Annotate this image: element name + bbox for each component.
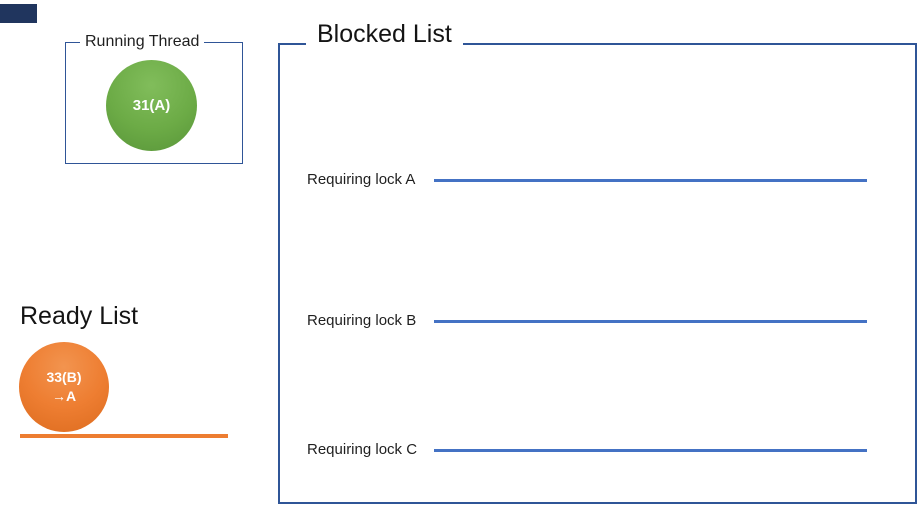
ready-thread-label-line2: →A xyxy=(51,388,77,404)
running-thread-circle: 31(A) xyxy=(106,60,197,151)
lock-b-label: Requiring lock B xyxy=(307,312,417,329)
running-thread-box: Running Thread 31(A) xyxy=(65,32,243,164)
lock-b-line xyxy=(434,320,867,323)
running-thread-title: Running Thread xyxy=(80,32,205,52)
blocked-list-title: Blocked List xyxy=(306,19,463,50)
ready-list-title: Ready List xyxy=(20,302,139,330)
lock-c-line xyxy=(434,449,867,452)
ready-thread-label-line1: 33(B) xyxy=(46,369,82,385)
lock-a-line xyxy=(434,179,867,182)
lock-a-label: Requiring lock A xyxy=(307,171,416,188)
running-thread-label: 31(A) xyxy=(132,97,171,114)
corner-rectangle xyxy=(0,4,37,23)
blocked-list-box: Blocked List Requiring lock A Requiring … xyxy=(278,19,917,504)
lock-c-label: Requiring lock C xyxy=(307,441,418,458)
ready-list-underline xyxy=(20,434,228,438)
ready-thread-circle: 33(B) →A xyxy=(19,342,109,432)
